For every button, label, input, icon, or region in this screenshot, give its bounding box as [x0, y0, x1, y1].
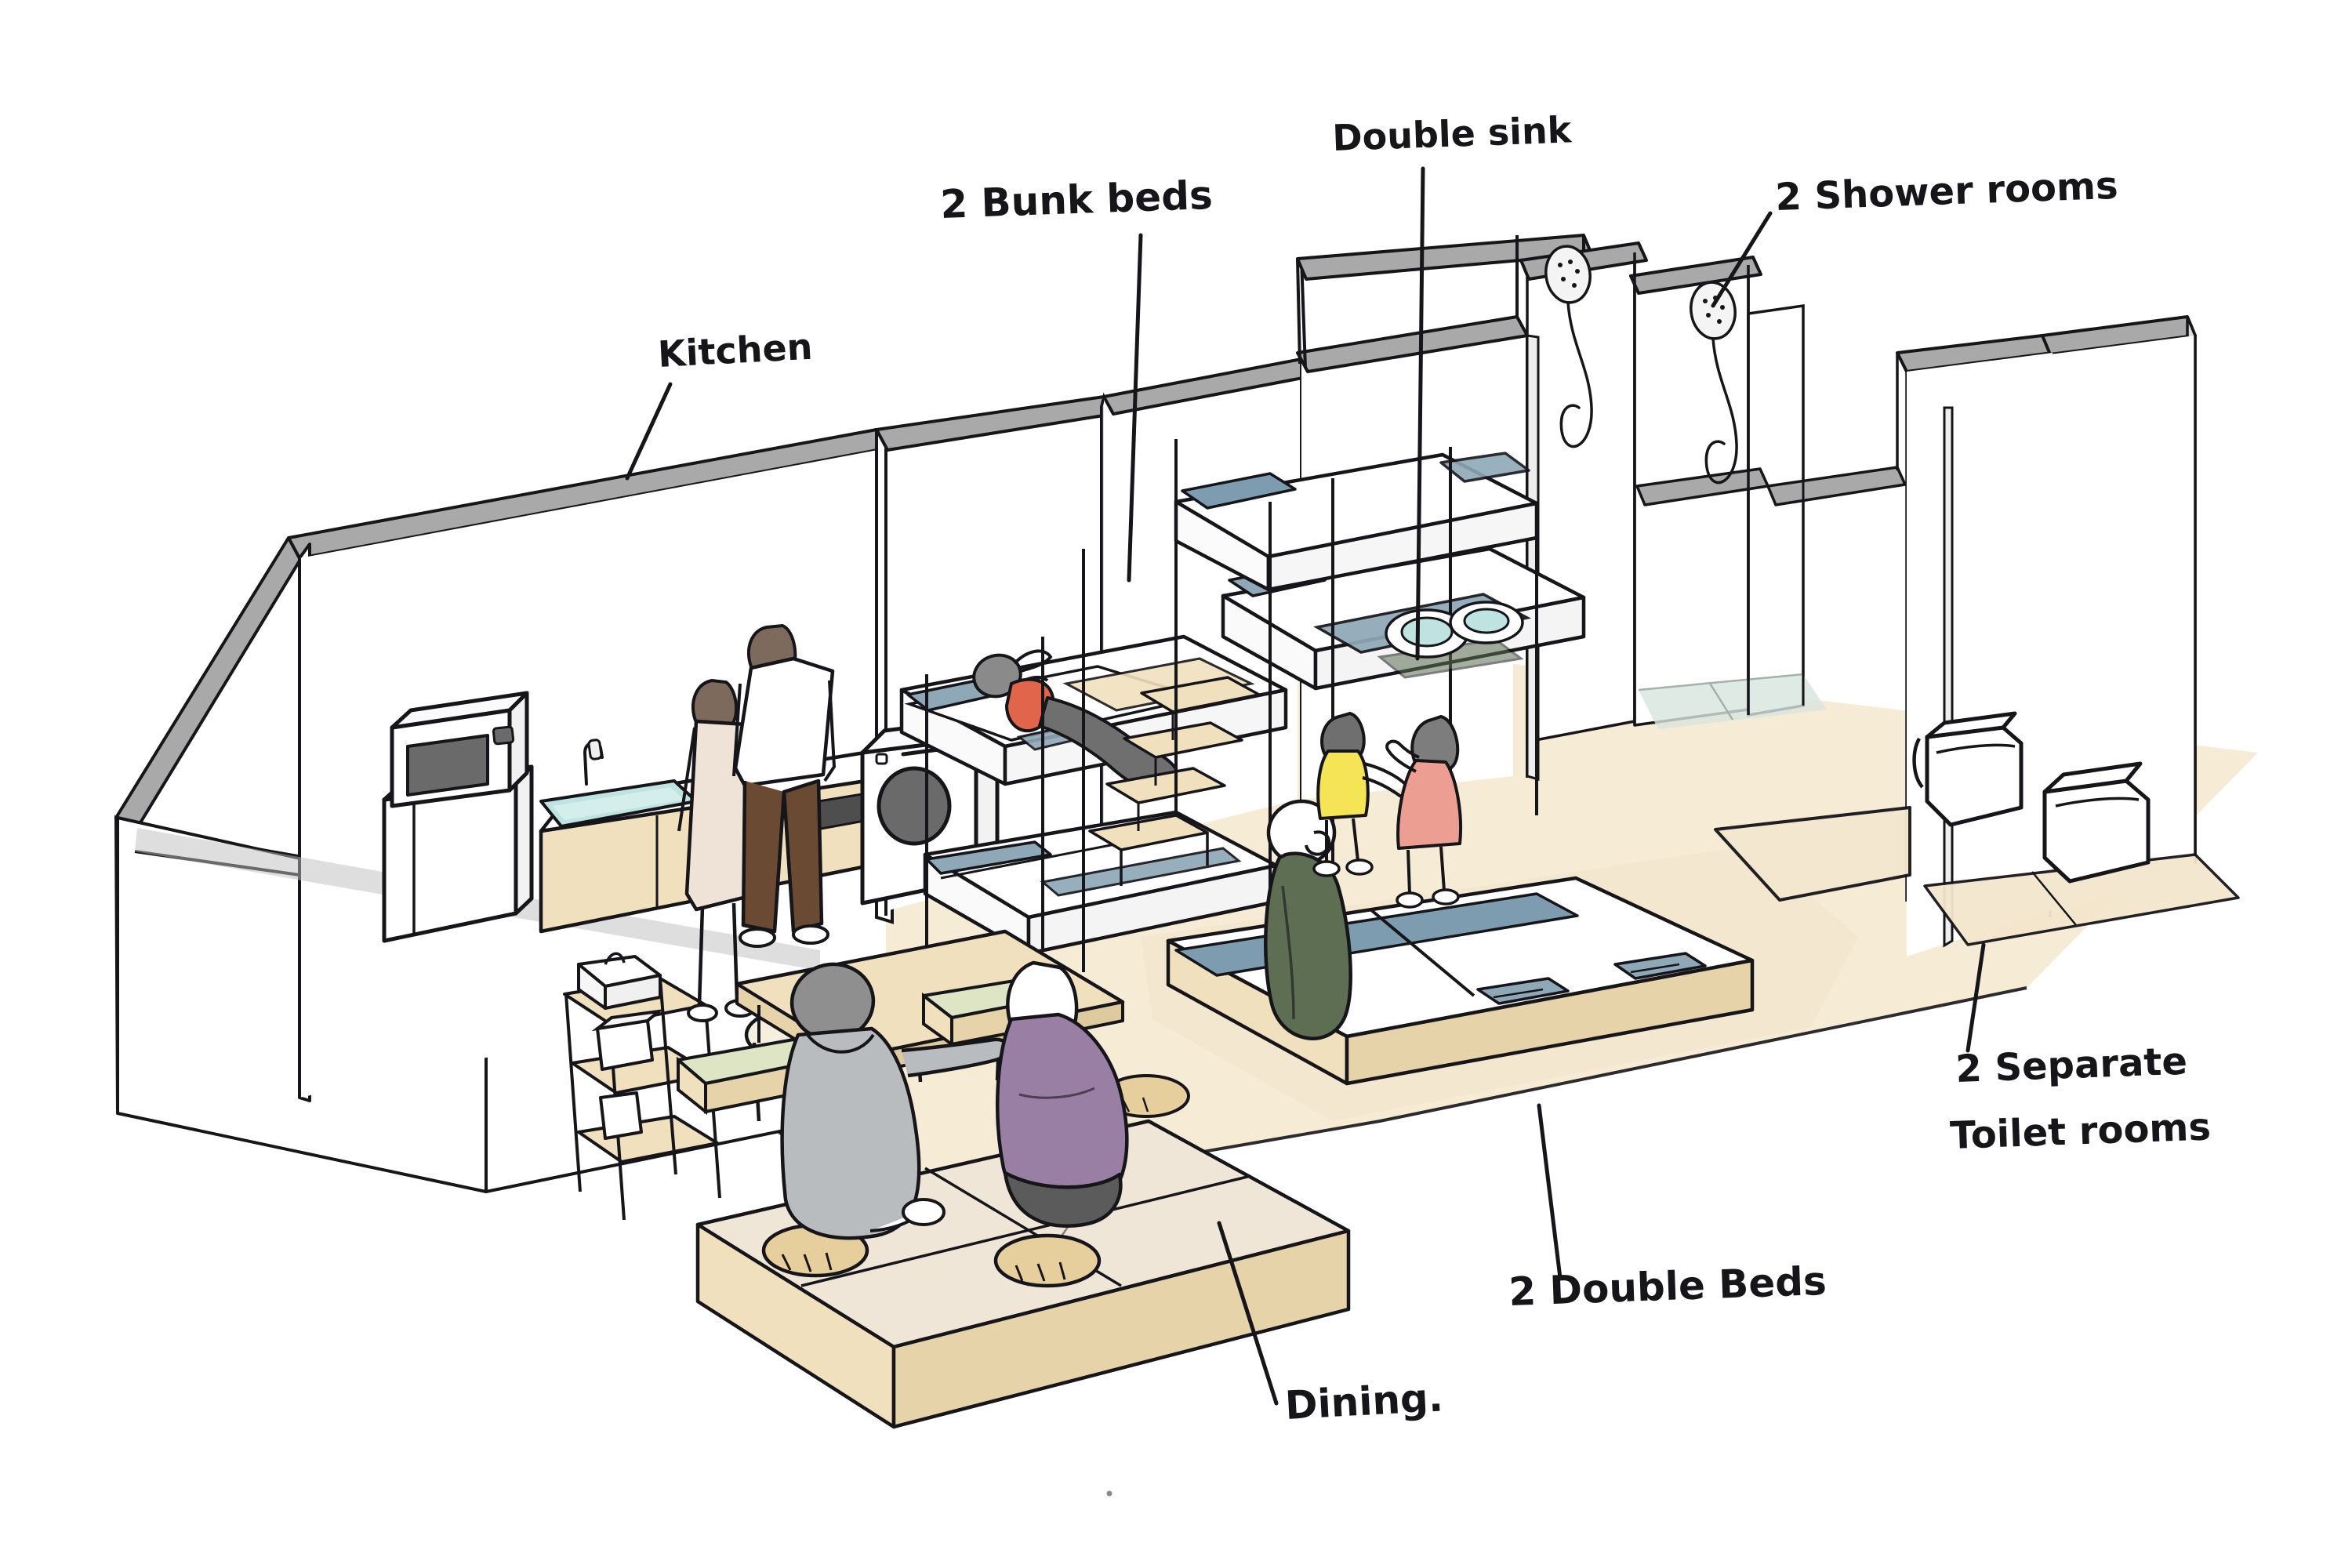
low-bench	[677, 1038, 823, 1116]
leader-double-beds	[1537, 1103, 1563, 1280]
person-woman-purple	[996, 960, 1129, 1228]
leader-shower-rooms	[1711, 211, 1773, 308]
open-shelf-rack	[563, 952, 721, 1221]
center-people	[1264, 711, 1463, 1040]
label-toilet-rooms-line1: 2 Separate	[1955, 1040, 2187, 1091]
shower-head-icon	[1544, 245, 1593, 448]
double-bed	[1166, 876, 1755, 1086]
shower-head-icon	[1690, 281, 1738, 485]
toilet-icon	[1912, 711, 2024, 827]
label-kitchen: Kitchen	[657, 325, 814, 376]
leader-lines	[625, 166, 1986, 1406]
double-bed	[1714, 806, 1911, 902]
person-adult-green	[1264, 799, 1352, 1040]
bunk-bed	[923, 810, 1279, 956]
person-child-yellow	[1312, 711, 1411, 877]
label-toilet-rooms-line2: Toilet rooms	[1949, 1105, 2211, 1158]
floor-cushion	[993, 1233, 1102, 1288]
label-bunk-beds: 2 Bunk beds	[939, 172, 1213, 227]
faucet-icon	[583, 739, 604, 786]
person-man-kitchen	[732, 623, 837, 948]
kitchen-zone	[382, 623, 1009, 1221]
leader-double-sink	[1415, 166, 1425, 661]
label-dining: Dining.	[1284, 1375, 1445, 1428]
toilet-room-block	[1907, 316, 2240, 956]
microwave-oven	[390, 691, 529, 808]
bunk-zone	[899, 439, 1586, 972]
leader-toilet-rooms	[1965, 942, 1986, 1053]
person-man-hoodie	[780, 962, 1010, 1240]
label-double-sink: Double sink	[1331, 108, 1573, 159]
leader-kitchen	[625, 382, 673, 481]
leader-bunk-beds	[1127, 233, 1143, 583]
tatami-platform	[695, 1119, 1351, 1429]
person-child-pink	[1385, 714, 1463, 909]
leader-dining	[1217, 1221, 1279, 1406]
label-double-beds: 2 Double Beds	[1508, 1258, 1827, 1315]
toilet-icon	[2042, 761, 2151, 884]
bunk-staircase	[1088, 676, 1261, 886]
double-sink	[1377, 601, 1524, 679]
stray-mark	[1106, 1490, 1112, 1497]
dining-zone	[677, 929, 1351, 1429]
